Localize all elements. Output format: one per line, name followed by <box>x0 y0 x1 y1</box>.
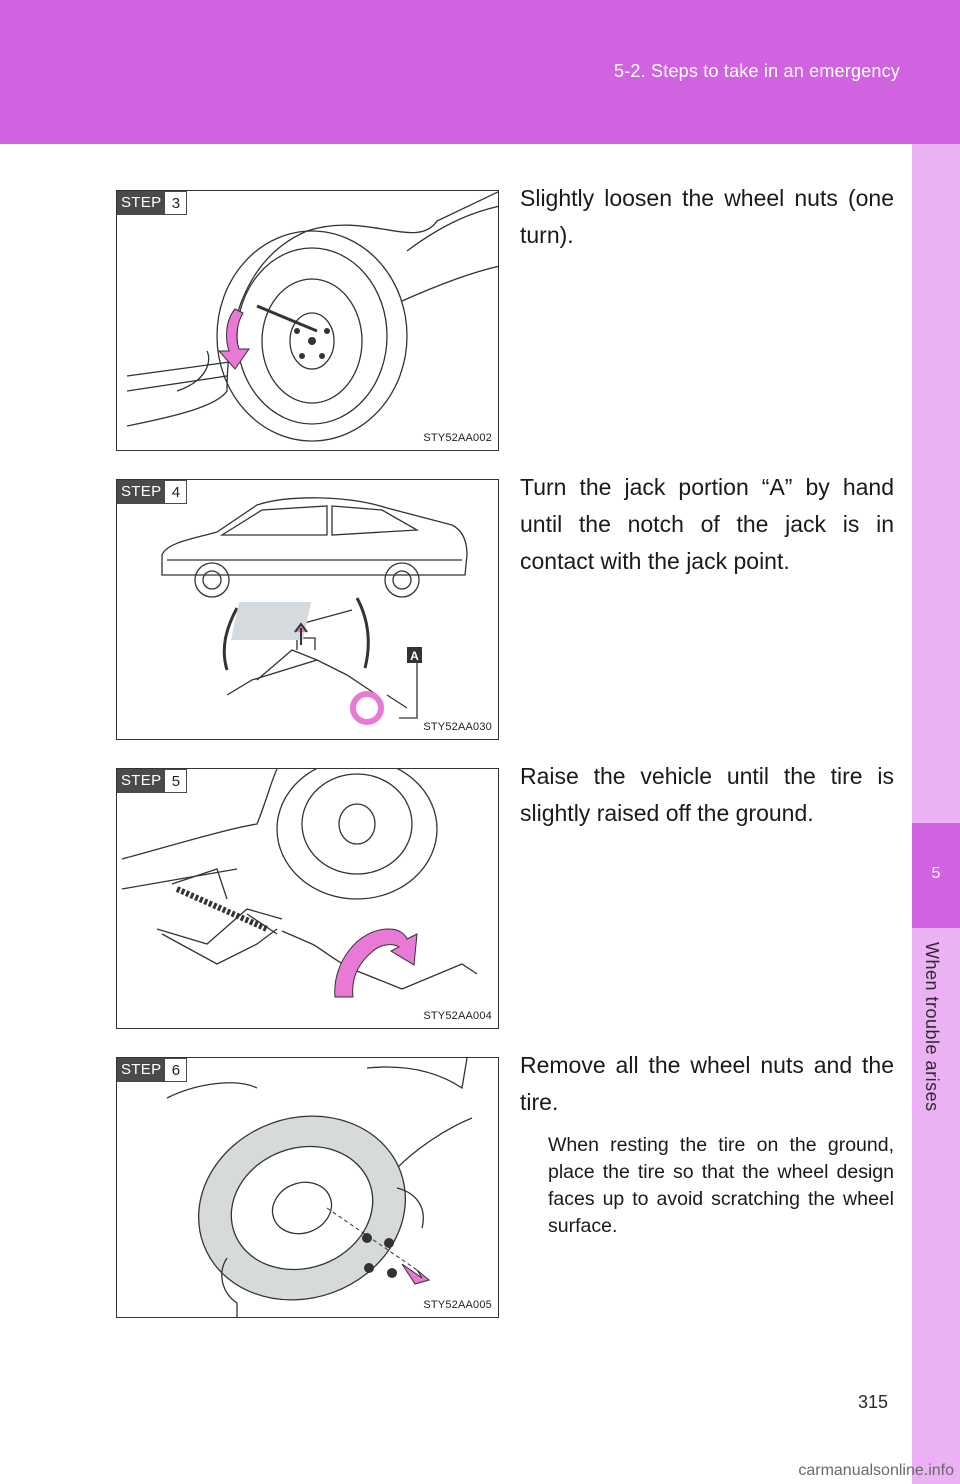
step-number: 6 <box>165 1058 188 1082</box>
remove-tire-illustration <box>166 1058 473 1317</box>
step-label: STEP <box>117 191 166 215</box>
figure-step-6: STEP 6 STY52AA005 <box>116 1057 499 1318</box>
instruction-step-3: Slightly loosen the wheel nuts (one turn… <box>520 185 894 248</box>
step-badge: STEP 6 <box>117 1058 188 1082</box>
page-number: 315 <box>857 1392 888 1412</box>
chapter-label: When trouble arises <box>922 942 942 1112</box>
chapter-side-tab <box>912 144 960 1484</box>
watermark: carmanualsonline.info <box>798 1462 954 1479</box>
chapter-number-block <box>912 823 960 928</box>
header-band <box>0 0 960 144</box>
instruction-step-6: Remove all the wheel nuts and the tire. <box>520 1052 894 1115</box>
step-label: STEP <box>117 769 166 793</box>
figure-code: STY52AA005 <box>423 1299 492 1311</box>
step-badge: STEP 3 <box>117 191 188 215</box>
figure-code: STY52AA030 <box>423 721 492 733</box>
section-title: 5-2. Steps to take in an emergency <box>614 61 900 81</box>
note-step-6: When resting the tire on the ground, pla… <box>548 1134 894 1237</box>
instruction-step-4: Turn the jack portion “A” by hand until … <box>520 474 894 574</box>
step-badge: STEP 4 <box>117 480 188 504</box>
raise-vehicle-illustration <box>121 769 478 998</box>
wheel-loosen-illustration <box>126 191 498 442</box>
figure-step-4: A STEP 4 STY52AA030 <box>116 479 499 740</box>
step-number: 3 <box>165 191 188 215</box>
figure-step-3: STEP 3 STY52AA002 <box>116 190 499 451</box>
step-label: STEP <box>117 480 166 504</box>
car-jack-illustration: A <box>161 497 468 725</box>
step-label: STEP <box>117 1058 166 1082</box>
instruction-step-5: Raise the vehicle until the tire is slig… <box>520 763 894 826</box>
figure-step-5: STEP 5 STY52AA004 <box>116 768 499 1029</box>
step-number: 4 <box>165 480 188 504</box>
chapter-number: 5 <box>931 865 941 882</box>
figure-code: STY52AA002 <box>423 432 492 444</box>
callout-a-label: A <box>410 649 419 663</box>
step-badge: STEP 5 <box>117 769 188 793</box>
figure-code: STY52AA004 <box>423 1010 492 1022</box>
step-number: 5 <box>165 769 188 793</box>
